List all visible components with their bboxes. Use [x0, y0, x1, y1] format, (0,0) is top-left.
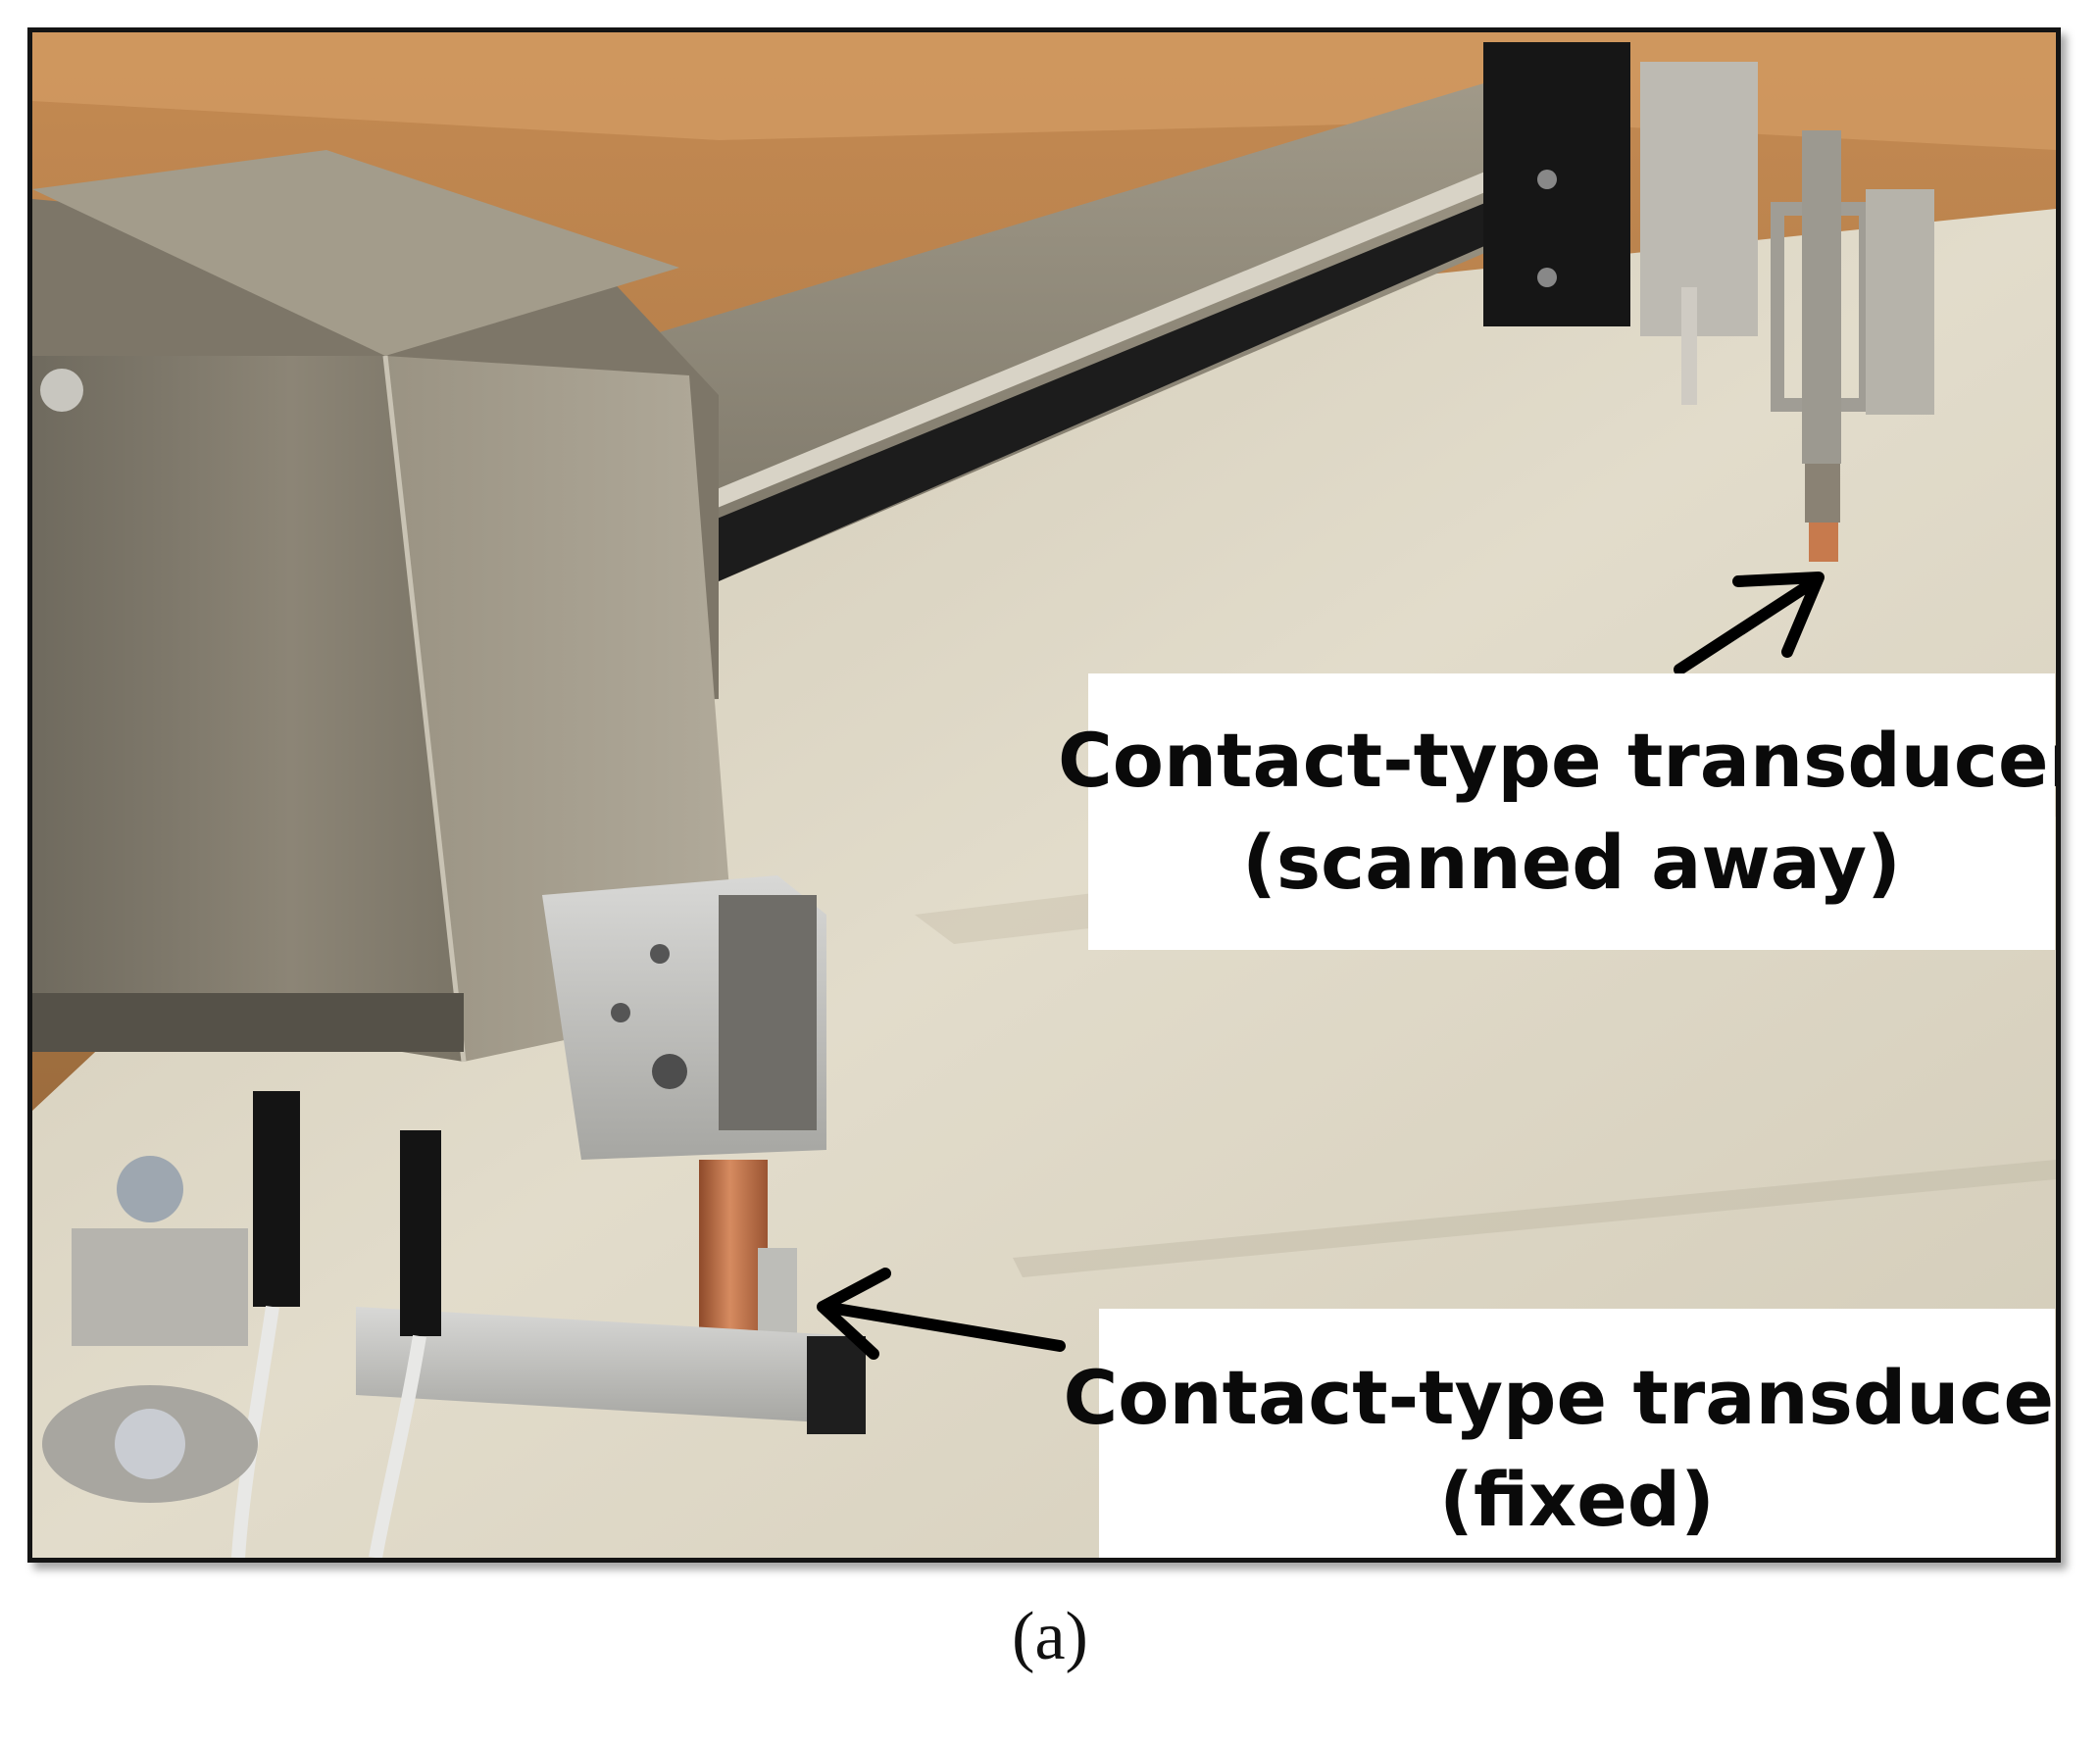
- label-scanned-transducer: Contact-type transducer (scanned away): [1058, 673, 2056, 950]
- label-fixed-transducer: Contact-type transducer (fixed): [1064, 1309, 2056, 1558]
- label-fixed-line2: (fixed): [1439, 1455, 1715, 1543]
- arrow-to-scanned-transducer: [1674, 572, 1825, 675]
- figure-caption: (a): [1012, 1599, 1088, 1674]
- photo-frame: Contact-type transducer (scanned away) C…: [27, 27, 2061, 1563]
- label-fixed-line1: Contact-type transducer: [1063, 1353, 2061, 1441]
- arrow-to-fixed-transducer: [817, 1268, 1066, 1360]
- label-scanned-line2: (scanned away): [1242, 819, 1901, 906]
- label-scanned-line1: Contact-type transducer: [1058, 717, 2061, 804]
